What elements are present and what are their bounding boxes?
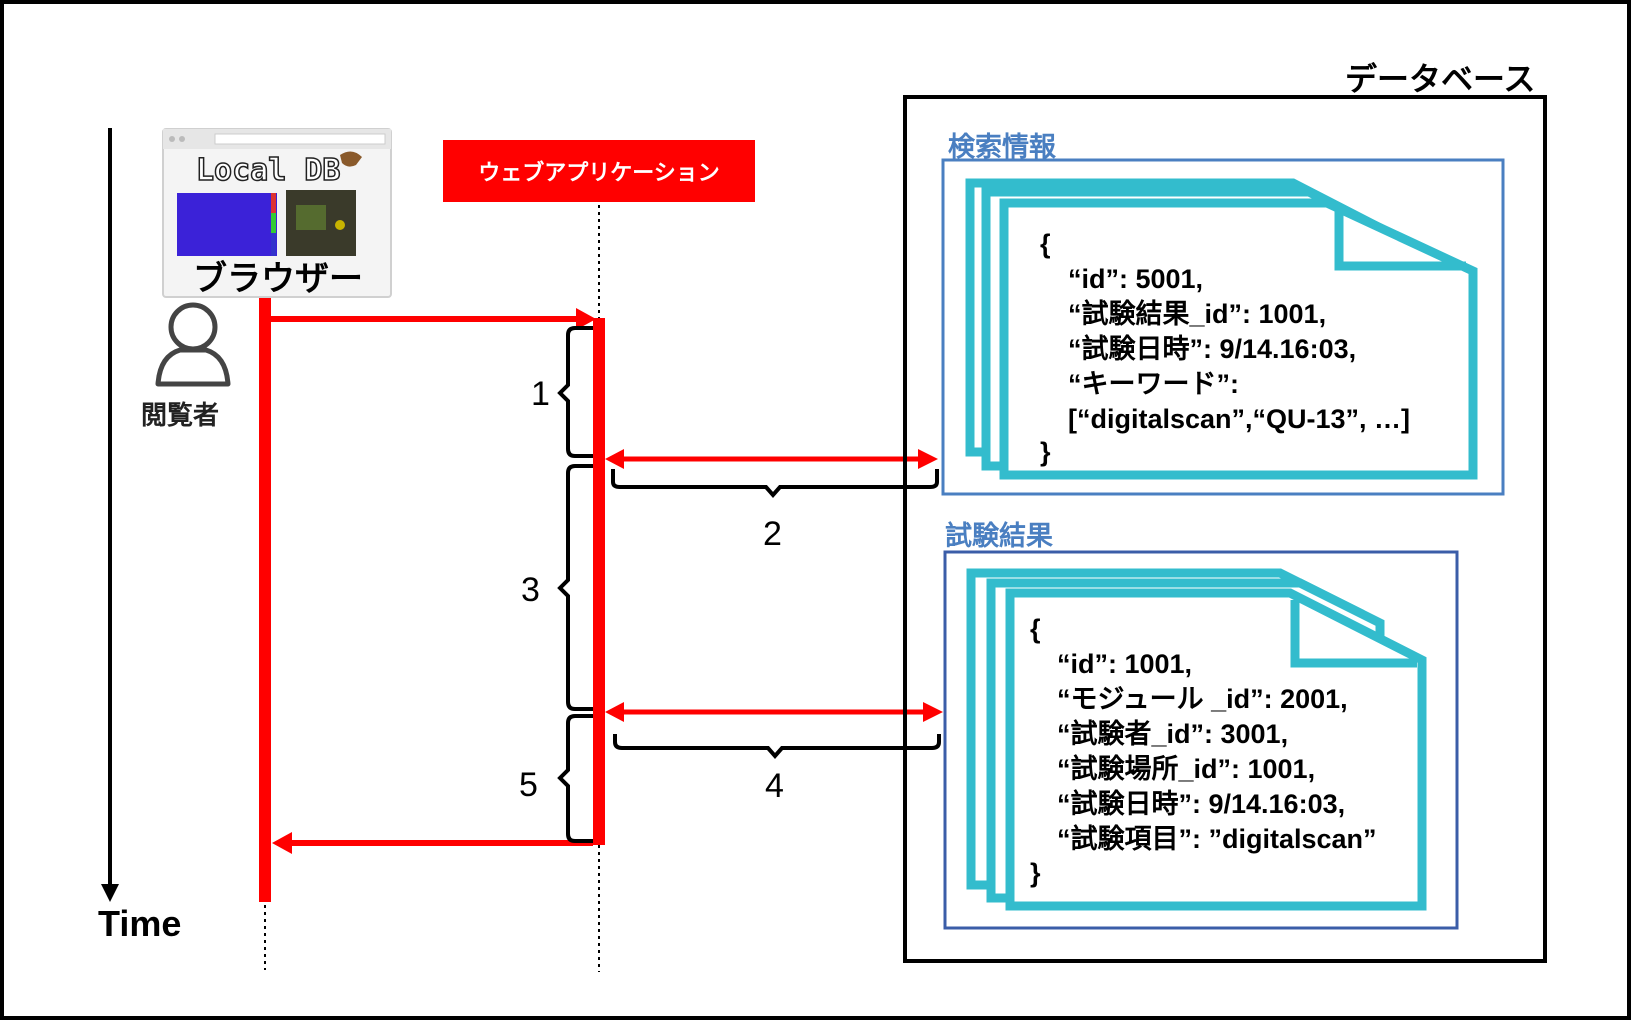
brace-2	[611, 469, 939, 499]
search-line-3: “試験日時”: 9/14.16:03,	[1068, 333, 1356, 364]
response-arrowhead	[272, 832, 292, 854]
brace-4	[613, 734, 941, 760]
eagle-icon	[340, 151, 362, 167]
result-line-3: “試験者_id”: 3001,	[1057, 718, 1288, 749]
browser-thumbnail: Local DB ブラウザー	[162, 128, 392, 299]
result-line-5: “試験日時”: 9/14.16:03,	[1057, 788, 1345, 819]
step-3-label: 3	[521, 571, 540, 609]
time-axis-arrowhead	[101, 884, 119, 902]
browser-logo: Local DB	[196, 153, 341, 188]
result-line-4: “試験場所_id”: 1001,	[1057, 753, 1315, 784]
webapp-box	[443, 140, 755, 202]
search-line-5: [“digitalscan”,“QU-13”, …]	[1068, 404, 1410, 434]
brace-1	[557, 326, 593, 458]
result-line-2: “モジュール _id”: 2001,	[1057, 684, 1348, 714]
search-line-1: “id”: 5001,	[1068, 264, 1203, 294]
result-line-7: }	[1030, 858, 1041, 888]
step-4-label: 4	[765, 767, 784, 805]
search-info-label: 検索情報	[948, 132, 1057, 163]
search-doc-text: { “id”: 5001, “試験結果_id”: 1001, “試験日時”: 9…	[1040, 229, 1410, 467]
browser-activation-bar	[259, 298, 271, 902]
search-line-2: “試験結果_id”: 1001,	[1068, 298, 1326, 329]
result-line-1: “id”: 1001,	[1057, 649, 1192, 679]
browser-label: ブラウザー	[193, 259, 363, 299]
step-2-label: 2	[763, 515, 782, 553]
search-line-4: “キーワード”:	[1068, 369, 1239, 399]
result-doc-text: { “id”: 1001, “モジュール _id”: 2001, “試験者_id…	[1030, 614, 1377, 888]
step-5-label: 5	[519, 766, 538, 804]
brace-5	[557, 714, 593, 843]
search-line-6: }	[1040, 437, 1051, 467]
viewer-label: 閲覧者	[141, 401, 219, 431]
person-icon	[155, 302, 231, 387]
test-result-label: 試験結果	[945, 520, 1053, 552]
search-doc-stack	[965, 178, 1478, 480]
heatmap-image	[177, 193, 277, 256]
search-info-box	[941, 158, 1505, 496]
database-box	[903, 95, 1547, 963]
database-label: データベース	[1345, 60, 1535, 98]
webapp-label: ウェブアプリケーション	[478, 160, 720, 186]
brace-3	[557, 464, 593, 711]
result-doc-stack	[966, 568, 1427, 911]
request-arrowhead	[576, 308, 596, 330]
result-line-0: {	[1030, 614, 1041, 644]
time-axis-label: Time	[98, 903, 181, 944]
webapp-activation-bar	[593, 318, 605, 845]
search-line-0: {	[1040, 229, 1051, 259]
step-1-label: 1	[531, 375, 550, 413]
test-result-box	[943, 550, 1459, 930]
result-line-6: “試験項目”: ”digitalscan”	[1057, 823, 1377, 854]
